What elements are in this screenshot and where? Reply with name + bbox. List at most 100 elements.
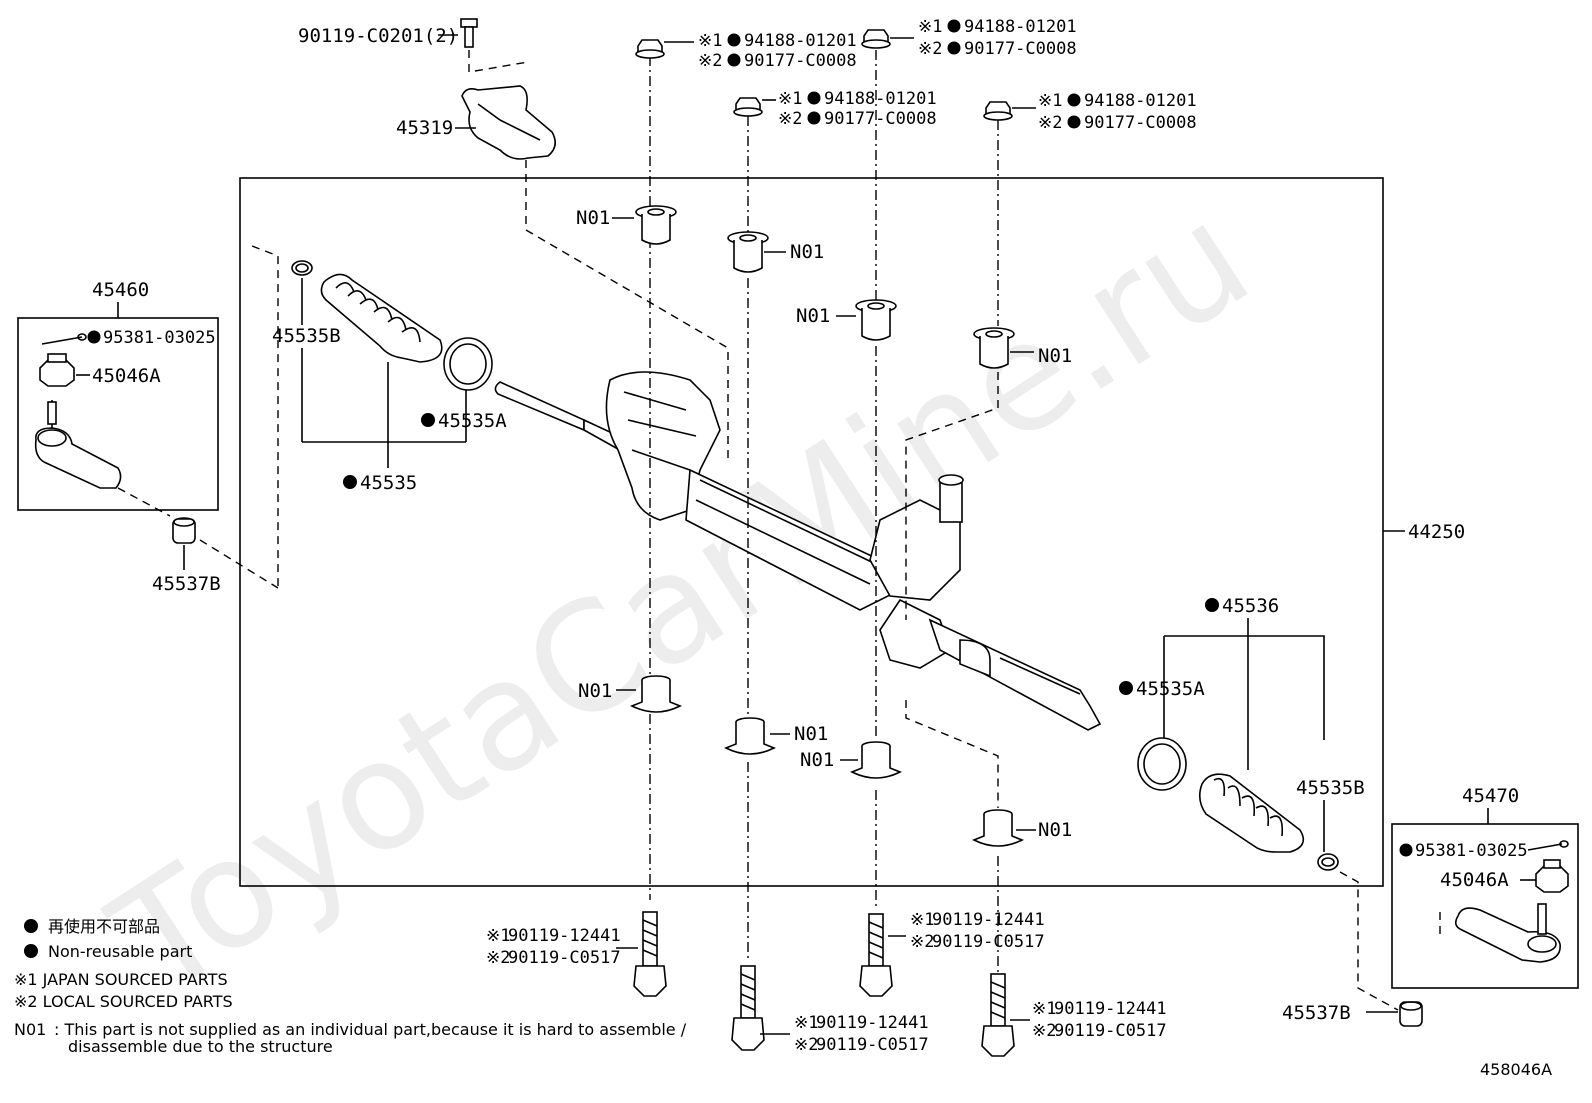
clamp-ring-icon <box>443 337 493 391</box>
nonreusable-dot-icon <box>421 413 435 427</box>
cotter-pin-icon <box>41 333 87 345</box>
legend-local-sourced: ※2 LOCAL SOURCED PARTS <box>14 992 233 1011</box>
bolt-icon <box>859 913 893 997</box>
part-94188-01201-d[interactable]: 94188-01201 <box>1084 91 1197 111</box>
nonreusable-dot-icon <box>807 91 821 105</box>
part-45319[interactable]: 45319 <box>396 117 453 139</box>
n01-label: N01 <box>576 207 610 229</box>
note-mark: ※2 <box>918 39 942 59</box>
part-45535B-right[interactable]: 45535B <box>1296 777 1365 799</box>
part-90119-C0517-a[interactable]: 90119-C0517 <box>508 948 621 968</box>
bellows-boot-icon <box>320 273 443 363</box>
part-90177-C0008-d[interactable]: 90177-C0008 <box>1084 113 1197 133</box>
note-mark: ※2 <box>1032 1021 1056 1041</box>
note-mark: ※1 <box>778 89 802 109</box>
part-45535B-left[interactable]: 45535B <box>272 325 341 347</box>
n01-bushing-icon <box>724 717 776 755</box>
bolt-icon <box>633 911 667 997</box>
part-45535A-right[interactable]: 45535A <box>1136 678 1205 700</box>
part-45470[interactable]: 45470 <box>1462 785 1519 807</box>
nonreusable-dot-icon <box>1067 93 1081 107</box>
note-mark: ※1 <box>1032 999 1056 1019</box>
part-90177-C0008-c[interactable]: 90177-C0008 <box>964 39 1077 59</box>
part-94188-01201-b[interactable]: 94188-01201 <box>824 89 937 109</box>
flange-nut-icon <box>635 39 665 59</box>
note-mark: ※1 <box>486 926 510 946</box>
legend-n01-note-2: disassemble due to the structure <box>68 1037 333 1056</box>
n01-bushing-icon <box>727 231 769 273</box>
diagram-id: 458046A <box>1480 1060 1552 1079</box>
part-94188-01201-a[interactable]: 94188-01201 <box>744 31 857 51</box>
part-45046A-right[interactable]: 45046A <box>1440 869 1509 891</box>
part-44250[interactable]: 44250 <box>1408 521 1465 543</box>
note-mark: ※2 <box>794 1035 818 1055</box>
part-45537B-left[interactable]: 45537B <box>152 573 221 595</box>
left-tie-rod-box <box>17 317 219 511</box>
part-90119-12441-a[interactable]: 90119-12441 <box>508 926 621 946</box>
part-45046A-left[interactable]: 45046A <box>92 365 161 387</box>
part-45460[interactable]: 45460 <box>92 279 149 301</box>
nonreusable-dot-icon <box>1399 843 1413 857</box>
nonreusable-dot-icon <box>1119 681 1133 695</box>
part-95381-left[interactable]: 95381-03025 <box>103 328 216 348</box>
legend-jp-sourced: ※1 JAPAN SOURCED PARTS <box>14 970 228 989</box>
note-mark: ※1 <box>918 17 942 37</box>
part-45535A-left[interactable]: 45535A <box>438 410 507 432</box>
part-90119-12441-b[interactable]: 90119-12441 <box>816 1013 929 1033</box>
n01-label: N01 <box>790 241 824 263</box>
tie-rod-end-icon <box>34 400 122 489</box>
part-94188-01201-c[interactable]: 94188-01201 <box>964 17 1077 37</box>
part-90119-12441-c[interactable]: 90119-12441 <box>932 910 1045 930</box>
part-90119-C0201[interactable]: 90119-C0201(2) <box>298 25 458 47</box>
nonreusable-dot-icon <box>87 330 101 344</box>
clamp-ring-icon <box>1137 737 1187 791</box>
shield-icon <box>461 85 556 160</box>
part-90119-C0517-b[interactable]: 90119-C0517 <box>816 1035 929 1055</box>
bushing-icon <box>172 517 196 544</box>
n01-label: N01 <box>1038 819 1072 841</box>
n01-bushing-icon <box>972 809 1024 847</box>
n01-label: N01 <box>578 680 612 702</box>
n01-label: N01 <box>1038 345 1072 367</box>
note-mark: ※2 <box>1038 113 1062 133</box>
note-mark: ※1 <box>794 1013 818 1033</box>
n01-label: N01 <box>794 723 828 745</box>
n01-bushing-icon <box>973 327 1015 369</box>
part-90119-C0517-d[interactable]: 90119-C0517 <box>1054 1021 1167 1041</box>
note-mark: ※2 <box>910 932 934 952</box>
flange-nut-icon <box>861 29 891 49</box>
nonreusable-dot-icon <box>947 41 961 55</box>
nonreusable-dot-icon <box>947 19 961 33</box>
part-95381-right[interactable]: 95381-03025 <box>1415 841 1528 861</box>
assembly-frame <box>239 177 1384 887</box>
cotter-pin-icon <box>1527 840 1569 851</box>
legend-jp-nonreusable: 再使用不可部品 <box>48 917 160 936</box>
castle-nut-icon <box>39 353 75 387</box>
bolt-icon <box>981 973 1015 1057</box>
nonreusable-dot-icon <box>727 53 741 67</box>
part-90177-C0008-a[interactable]: 90177-C0008 <box>744 51 857 71</box>
note-mark: ※1 <box>910 910 934 930</box>
part-45535-left[interactable]: 45535 <box>360 472 417 494</box>
tie-rod-end-icon <box>1454 903 1561 963</box>
part-90177-C0008-b[interactable]: 90177-C0008 <box>824 109 937 129</box>
n01-bushing-icon <box>855 299 897 341</box>
part-45537B-right[interactable]: 45537B <box>1282 1002 1351 1024</box>
n01-bushing-icon <box>850 741 902 779</box>
nonreusable-dot-icon <box>1067 115 1081 129</box>
part-90119-12441-d[interactable]: 90119-12441 <box>1054 999 1167 1019</box>
bellows-boot-icon <box>1198 773 1305 853</box>
part-90119-C0517-c[interactable]: 90119-C0517 <box>932 932 1045 952</box>
legend-nonreusable: Non-reusable part <box>48 942 192 961</box>
steering-rack-icon <box>494 371 1102 731</box>
flange-nut-icon <box>733 97 763 117</box>
nonreusable-dot-icon <box>24 944 38 958</box>
watermark: ToyotaCarMine.ru <box>84 171 1279 1031</box>
nonreusable-dot-icon <box>727 33 741 47</box>
castle-nut-icon <box>1535 859 1569 893</box>
part-45536[interactable]: 45536 <box>1222 595 1279 617</box>
n01-bushing-icon <box>630 675 682 713</box>
right-tie-rod-box <box>1391 823 1579 989</box>
